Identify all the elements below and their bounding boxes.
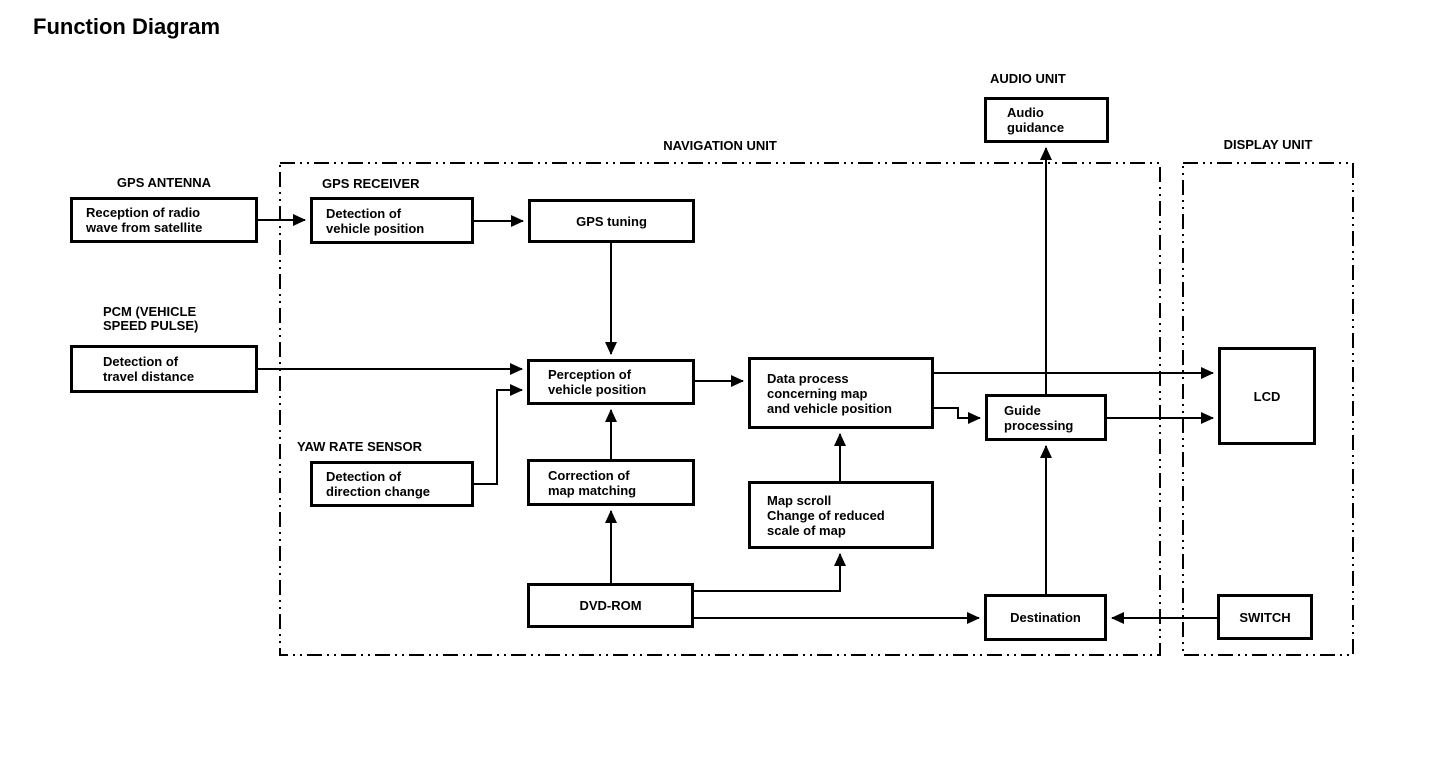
data-process-box: Data process concerning map and vehicle … (748, 357, 934, 429)
perception-text: Perception of vehicle position (548, 367, 647, 397)
destination-box: Destination (984, 594, 1107, 641)
gps-tuning-box: GPS tuning (528, 199, 695, 243)
switch-box: SWITCH (1217, 594, 1313, 640)
lcd-text: LCD (1253, 388, 1281, 404)
map-matching-box: Correction of map matching (527, 459, 695, 506)
gps-antenna-text: Reception of radio wave from satellite (86, 205, 203, 235)
guide-processing-text: Guide processing (1004, 402, 1074, 433)
audio-guidance-box: Audio guidance (984, 97, 1109, 143)
data-process-text: Data process concerning map and vehicle … (767, 370, 892, 416)
dvd-rom-text: DVD-ROM (579, 598, 642, 613)
gps-receiver-text: Detection of vehicle position (326, 205, 425, 236)
pcm-box: Detection of travel distance (70, 345, 258, 393)
gps-receiver-label: GPS RECEIVER (322, 176, 420, 191)
perception-box: Perception of vehicle position (527, 359, 695, 405)
switch-text: SWITCH (1239, 609, 1291, 625)
display-unit-label: DISPLAY UNIT (1223, 137, 1313, 152)
yaw-rate-sensor-label: YAW RATE SENSOR (297, 439, 422, 454)
audio-guidance-text: Audio guidance (1007, 105, 1065, 135)
guide-processing-box: Guide processing (985, 394, 1107, 441)
map-scroll-box: Map scroll Change of reduced scale of ma… (748, 481, 934, 549)
gps-tuning-text: GPS tuning (576, 213, 647, 229)
dvd-rom-box: DVD-ROM (527, 583, 694, 628)
destination-text: Destination (1010, 610, 1081, 625)
gps-receiver-box: Detection of vehicle position (310, 197, 474, 244)
yaw-rate-sensor-box: Detection of direction change (310, 461, 474, 507)
pcm-label: PCM (VEHICLE SPEED PULSE) (103, 304, 199, 333)
map-matching-text: Correction of map matching (548, 467, 637, 498)
pcm-text: Detection of travel distance (103, 354, 195, 384)
lcd-box: LCD (1218, 347, 1316, 445)
gps-antenna-label: GPS ANTENNA (116, 175, 212, 190)
gps-antenna-box: Reception of radio wave from satellite (70, 197, 258, 243)
audio-unit-label: AUDIO UNIT (990, 71, 1066, 86)
page-title: Function Diagram (33, 14, 221, 39)
yaw-rate-sensor-text: Detection of direction change (326, 469, 431, 499)
map-scroll-text: Map scroll Change of reduced scale of ma… (767, 492, 885, 538)
navigation-unit-label: NAVIGATION UNIT (663, 138, 777, 153)
